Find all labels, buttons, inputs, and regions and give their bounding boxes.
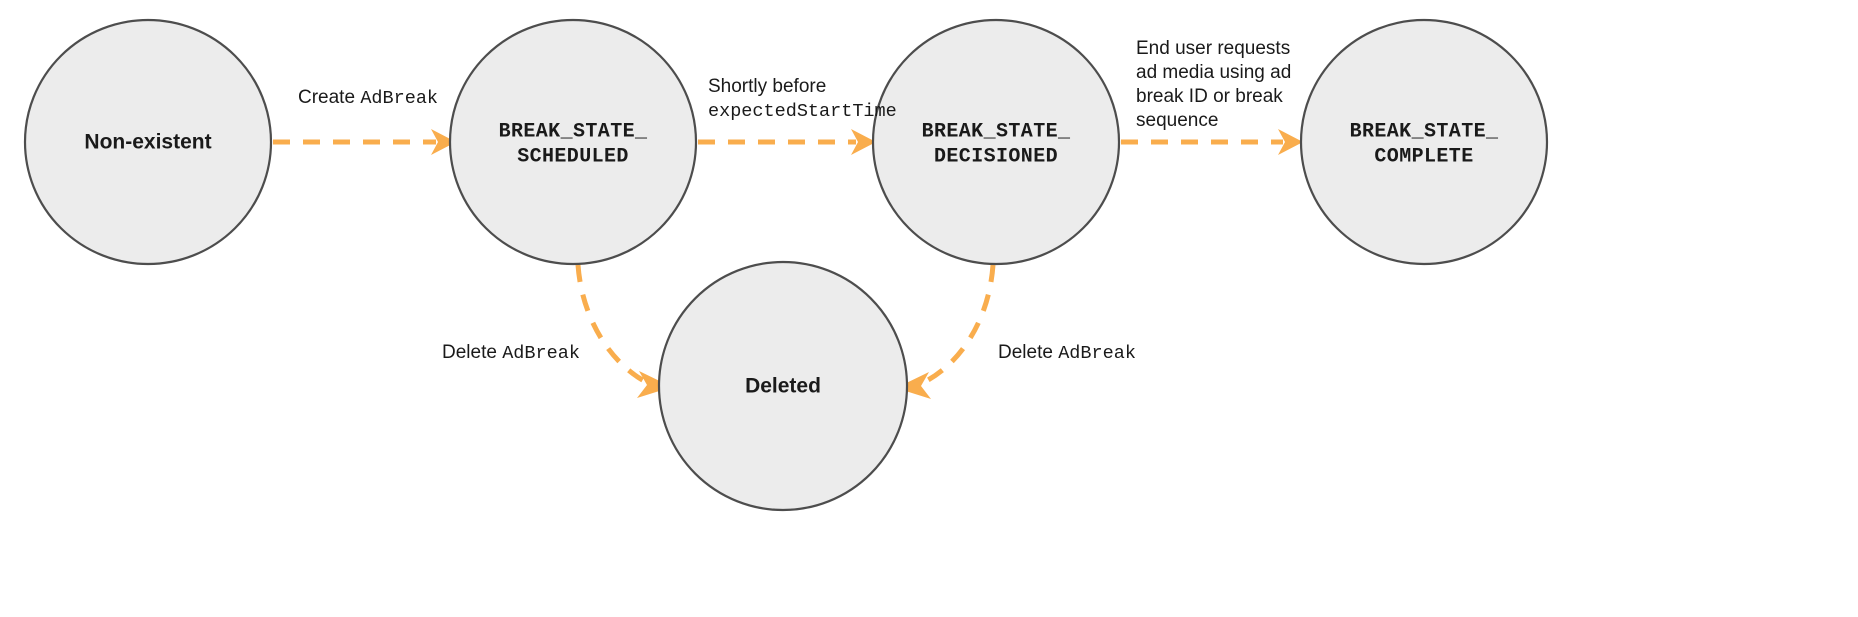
edge-label-end-user-requests-line3: break ID or break	[1136, 86, 1283, 107]
state-node-non-existent[interactable]: Non-existent	[23, 18, 273, 266]
arrowhead-icon	[637, 371, 672, 398]
edge-label-delete-adbreak-from-scheduled: Delete AdBreak	[442, 342, 580, 364]
edge-label-end-user-requests-line4: sequence	[1136, 110, 1218, 131]
node-label-break-state-decisioned-line2: DECISIONED	[934, 145, 1058, 168]
edge-layer	[273, 129, 1303, 399]
node-shape-break-state-complete	[1299, 18, 1549, 266]
node-shape-deleted	[657, 260, 909, 512]
node-shape-break-state-decisioned	[871, 18, 1121, 266]
edge-end-user-requests-ad-media	[1121, 129, 1303, 155]
edge-label-shortly-before-line1: Shortly before	[708, 76, 826, 97]
edge-label-delete-scheduled-seg0: Delete	[442, 342, 502, 363]
node-label-break-state-scheduled-line2: SCHEDULED	[517, 145, 629, 168]
state-node-break-state-scheduled[interactable]: BREAK_STATE_ SCHEDULED	[448, 18, 698, 266]
edge-label-end-user-requests-line2: ad media using ad	[1136, 62, 1291, 83]
edge-delete-from-scheduled-path	[575, 264, 652, 387]
edge-label-create-adbreak-seg1: AdBreak	[360, 88, 438, 109]
node-shape-non-existent	[23, 18, 273, 266]
edge-delete-adbreak-from-decisioned	[896, 264, 996, 399]
node-shape-break-state-scheduled	[448, 18, 698, 266]
node-label-break-state-complete-line2: COMPLETE	[1374, 145, 1473, 168]
arrowhead-icon	[1278, 129, 1303, 155]
edge-label-delete-adbreak-from-decisioned: Delete AdBreak	[998, 342, 1136, 364]
node-label-break-state-scheduled-line1: BREAK_STATE_	[499, 120, 648, 143]
state-node-break-state-decisioned[interactable]: BREAK_STATE_ DECISIONED	[871, 18, 1121, 266]
edge-label-create-adbreak-seg0: Create	[298, 87, 360, 108]
node-label-break-state-decisioned-line1: BREAK_STATE_	[922, 120, 1071, 143]
edge-label-delete-scheduled-seg1: AdBreak	[502, 343, 580, 364]
edge-label-layer: Create AdBreak Shortly before expectedSt…	[298, 38, 1291, 364]
node-label-deleted: Deleted	[745, 375, 821, 398]
edge-label-expected-start-time-line2: expectedStartTime	[708, 101, 897, 122]
node-label-break-state-complete-line1: BREAK_STATE_	[1350, 120, 1499, 143]
edge-label-delete-decisioned-seg0: Delete	[998, 342, 1058, 363]
edge-create-adbreak	[273, 129, 456, 155]
node-label-non-existent: Non-existent	[84, 131, 211, 154]
arrowhead-icon	[431, 129, 456, 155]
edge-delete-adbreak-from-scheduled	[575, 264, 672, 398]
edge-label-create-adbreak: Create AdBreak	[298, 87, 438, 109]
edge-delete-from-decisioned-path	[917, 264, 996, 388]
state-node-deleted[interactable]: Deleted	[657, 260, 909, 512]
edge-label-delete-decisioned-seg1: AdBreak	[1058, 343, 1136, 364]
edge-shortly-before-expected-start-time	[698, 129, 876, 155]
state-node-break-state-complete[interactable]: BREAK_STATE_ COMPLETE	[1299, 18, 1549, 266]
arrowhead-icon	[851, 129, 876, 155]
arrowhead-icon	[896, 372, 931, 399]
node-layer: Non-existent BREAK_STATE_ SCHEDULED BREA…	[23, 18, 1549, 512]
edge-label-end-user-requests-line1: End user requests	[1136, 38, 1290, 59]
